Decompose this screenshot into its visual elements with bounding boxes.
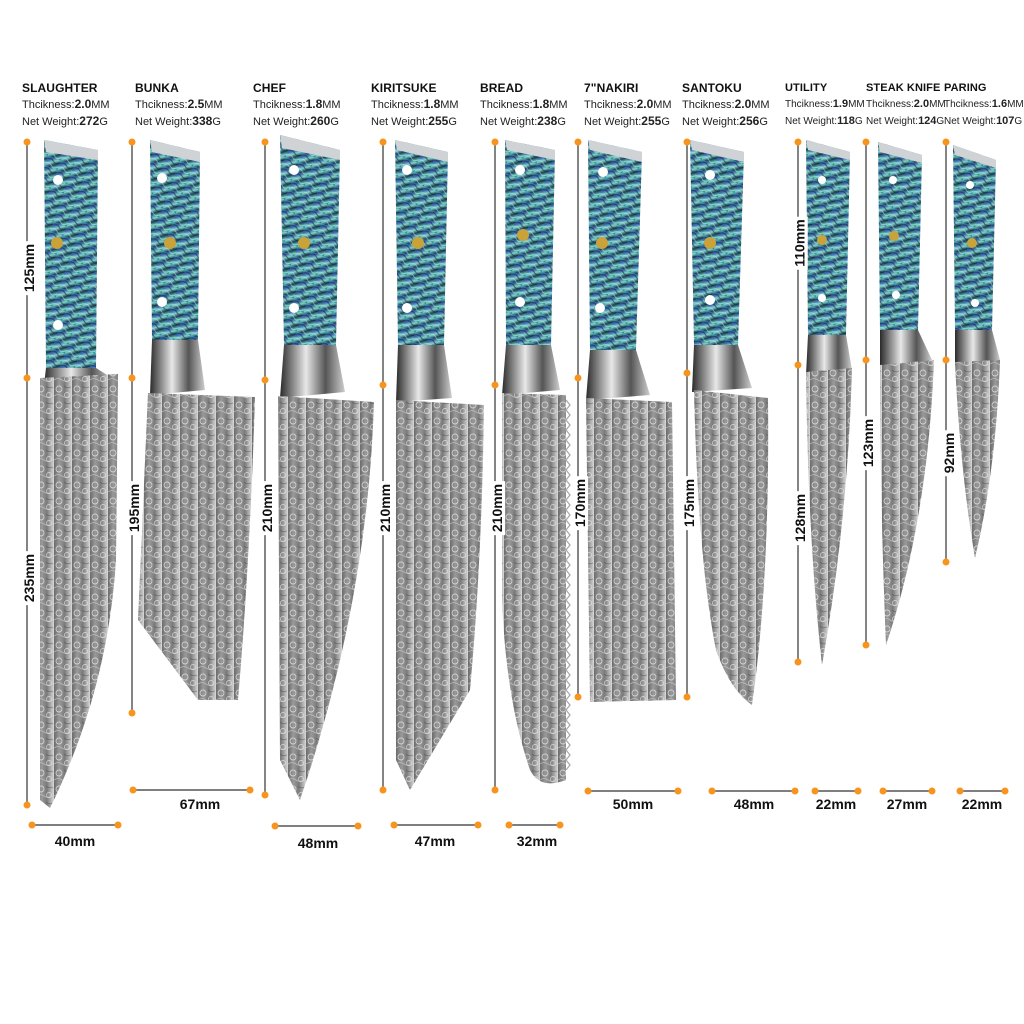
spec-santoku: SANTOKU Thcikness:2.0MM Net Weight:256G — [682, 80, 770, 130]
knife-slaughter — [40, 140, 118, 808]
spec-slaughter: SLAUGHTER Thcikness:2.0MM Net Weight:272… — [22, 80, 110, 130]
weight-line: Net Weight:238G — [480, 114, 566, 128]
blade-length-bread: 210mm — [489, 480, 506, 536]
knife-bunka — [138, 140, 255, 700]
thickness-line: Thcikness:1.8MM — [253, 97, 341, 111]
knife-name: SLAUGHTER — [22, 81, 98, 95]
knife-santoku — [690, 140, 769, 705]
knife-name: BUNKA — [135, 81, 179, 95]
blade-width-slaughter: 40mm — [54, 833, 96, 849]
spec-paring: PARING Thcikness:1.6MM Net Weight:107G — [944, 80, 1024, 130]
knife-kiritsuke — [395, 140, 484, 790]
blade-width-steak: 27mm — [886, 796, 928, 812]
spec-nakiri: 7"NAKIRI Thcikness:2.0MM Net Weight:255G — [584, 80, 672, 130]
spec-bread: BREAD Thcikness:1.8MM Net Weight:238G — [480, 80, 568, 130]
blade-length-kiritsuke: 210mm — [377, 480, 394, 536]
spec-bunka: BUNKA Thcikness:2.5MM Net Weight:338G — [135, 80, 223, 130]
spec-utility: UTILITY Thcikness:1.9MM Net Weight:118G — [785, 80, 865, 130]
blade-width-paring: 22mm — [961, 796, 1003, 812]
knife-name: 7"NAKIRI — [584, 81, 639, 95]
thickness-line: Thcikness:1.9MM — [785, 98, 865, 110]
knife-name: BREAD — [480, 81, 524, 95]
weight-line: Net Weight:255G — [371, 114, 457, 128]
blade-width-nakiri: 50mm — [612, 796, 654, 812]
knife-name: STEAK KNIFE — [866, 82, 941, 94]
handle-length-utility: 110mm — [791, 216, 808, 270]
weight-line: Net Weight:272G — [22, 114, 108, 128]
knife-name: UTILITY — [785, 82, 828, 94]
thickness-line: Thcikness:2.5MM — [135, 97, 223, 111]
knife-utility — [806, 140, 852, 665]
thickness-line: Thcikness:2.0MM — [22, 97, 110, 111]
knife-paring — [953, 145, 1000, 558]
spec-chef: CHEF Thcikness:1.8MM Net Weight:260G — [253, 80, 341, 130]
blade-length-slaughter: 235mm — [21, 550, 38, 606]
knife-name: PARING — [944, 82, 987, 94]
knife-chef — [278, 135, 374, 800]
blade-length-steak: 123mm — [860, 415, 877, 471]
weight-line: Net Weight:255G — [584, 114, 670, 128]
thickness-line: Thcikness:2.0MM — [584, 97, 672, 111]
blade-width-bunka: 67mm — [179, 796, 221, 812]
blade-width-bread: 32mm — [516, 833, 558, 849]
horizontal-dimension-lines — [32, 789, 1005, 827]
knife-name: SANTOKU — [682, 81, 742, 95]
knife-nakiri — [586, 140, 676, 702]
thickness-line: Thcikness:2.0MM — [682, 97, 770, 111]
vertical-dimension-lines — [26, 142, 947, 805]
blade-length-nakiri: 170mm — [572, 475, 589, 531]
spec-steak-knife: STEAK KNIFE Thcikness:2.0MM Net Weight:1… — [866, 80, 946, 130]
weight-line: Net Weight:260G — [253, 114, 339, 128]
thickness-line: Thcikness:1.8MM — [371, 97, 459, 111]
weight-line: Net Weight:107G — [944, 115, 1023, 127]
blade-width-santoku: 48mm — [733, 796, 775, 812]
blade-length-bunka: 195mm — [126, 480, 143, 536]
thickness-line: Thcikness:2.0MM — [866, 98, 946, 110]
weight-line: Net Weight:338G — [135, 114, 221, 128]
blade-length-utility: 128mm — [792, 490, 809, 546]
blade-width-chef: 48mm — [297, 835, 339, 851]
weight-line: Net Weight:256G — [682, 114, 768, 128]
handle-length-slaughter: 125mm — [21, 240, 38, 296]
weight-line: Net Weight:118G — [785, 115, 863, 127]
knife-steak — [878, 142, 934, 645]
blade-length-chef: 210mm — [259, 480, 276, 536]
thickness-line: Thcikness:1.6MM — [944, 98, 1024, 110]
blade-length-santoku: 175mm — [681, 475, 698, 531]
knife-bread — [502, 140, 571, 784]
weight-line: Net Weight:124G — [866, 115, 945, 127]
thickness-line: Thcikness:1.8MM — [480, 97, 568, 111]
dimension-markers — [23, 138, 1009, 830]
blade-width-utility: 22mm — [815, 796, 857, 812]
blade-width-kiritsuke: 47mm — [414, 833, 456, 849]
spec-kiritsuke: KIRITSUKE Thcikness:1.8MM Net Weight:255… — [371, 80, 459, 130]
blade-length-paring: 92mm — [941, 429, 958, 477]
knife-name: CHEF — [253, 81, 287, 95]
knife-name: KIRITSUKE — [371, 81, 437, 95]
